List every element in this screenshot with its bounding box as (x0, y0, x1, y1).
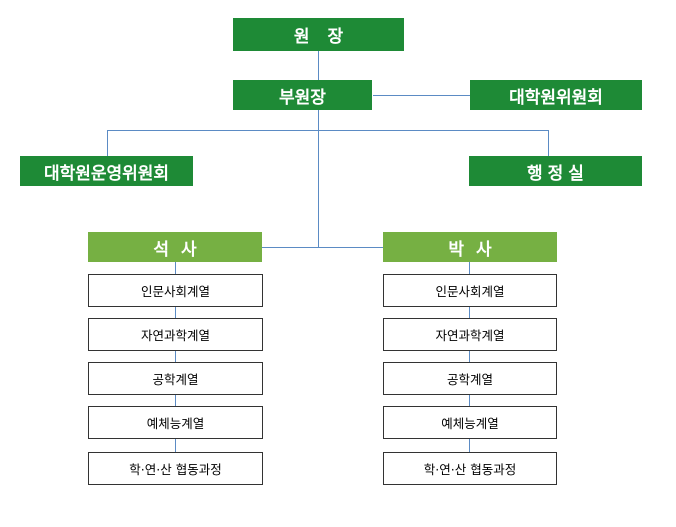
doctorate-dept-cooperative: 학·연·산 협동과정 (383, 452, 557, 485)
connector-director-vice (318, 50, 319, 80)
admin-office-label: 행정실 (527, 163, 589, 184)
masters-dept-engineering: 공학계열 (88, 362, 263, 395)
graduate-committee-label: 대학원위원회 (509, 87, 603, 108)
doctorate-dept-engineering: 공학계열 (383, 362, 557, 395)
connector-vice-down (318, 110, 319, 248)
doctorate-label: 박사 (448, 239, 504, 260)
dept-label: 예체능계열 (441, 416, 499, 431)
masters-label: 석사 (153, 239, 209, 260)
dept-label: 학·연·산 협동과정 (129, 462, 222, 477)
director-node: 원장 (233, 18, 404, 51)
masters-dept-humanities: 인문사회계열 (88, 274, 263, 307)
vice-director-label: 부원장 (279, 87, 326, 108)
dept-label: 자연과학계열 (140, 328, 210, 343)
dept-label: 인문사회계열 (435, 284, 505, 299)
connector-horizontal-upper (107, 130, 549, 131)
connector-upper-right-drop (548, 130, 549, 156)
dept-label: 예체능계열 (146, 416, 205, 431)
masters-dept-natural-science: 자연과학계열 (88, 318, 263, 351)
masters-dept-cooperative: 학·연·산 협동과정 (88, 452, 263, 485)
dept-label: 자연과학계열 (435, 328, 505, 343)
connector-upper-left-drop (107, 130, 108, 156)
dept-label: 학·연·산 협동과정 (423, 462, 517, 477)
connector-vice-committee (373, 95, 470, 96)
graduate-committee-node: 대학원위원회 (470, 80, 642, 110)
connector-masters-doctorate (262, 247, 383, 248)
connector-doctorate-column (469, 261, 470, 453)
vice-director-node: 부원장 (233, 80, 372, 110)
dept-label: 공학계열 (446, 372, 493, 387)
director-label: 원장 (293, 27, 362, 47)
operation-committee-label: 대학원운영위원회 (43, 163, 170, 184)
operation-committee-node: 대학원운영위원회 (20, 156, 193, 186)
doctorate-node: 박사 (383, 232, 557, 262)
doctorate-dept-natural-science: 자연과학계열 (383, 318, 557, 351)
admin-office-node: 행정실 (469, 156, 642, 186)
dept-label: 인문사회계열 (140, 284, 210, 299)
dept-label: 공학계열 (152, 372, 199, 387)
masters-node: 석사 (88, 232, 262, 262)
connector-masters-column (175, 261, 176, 453)
doctorate-dept-arts-sports: 예체능계열 (383, 406, 557, 439)
masters-dept-arts-sports: 예체능계열 (88, 406, 263, 439)
doctorate-dept-humanities: 인문사회계열 (383, 274, 557, 307)
